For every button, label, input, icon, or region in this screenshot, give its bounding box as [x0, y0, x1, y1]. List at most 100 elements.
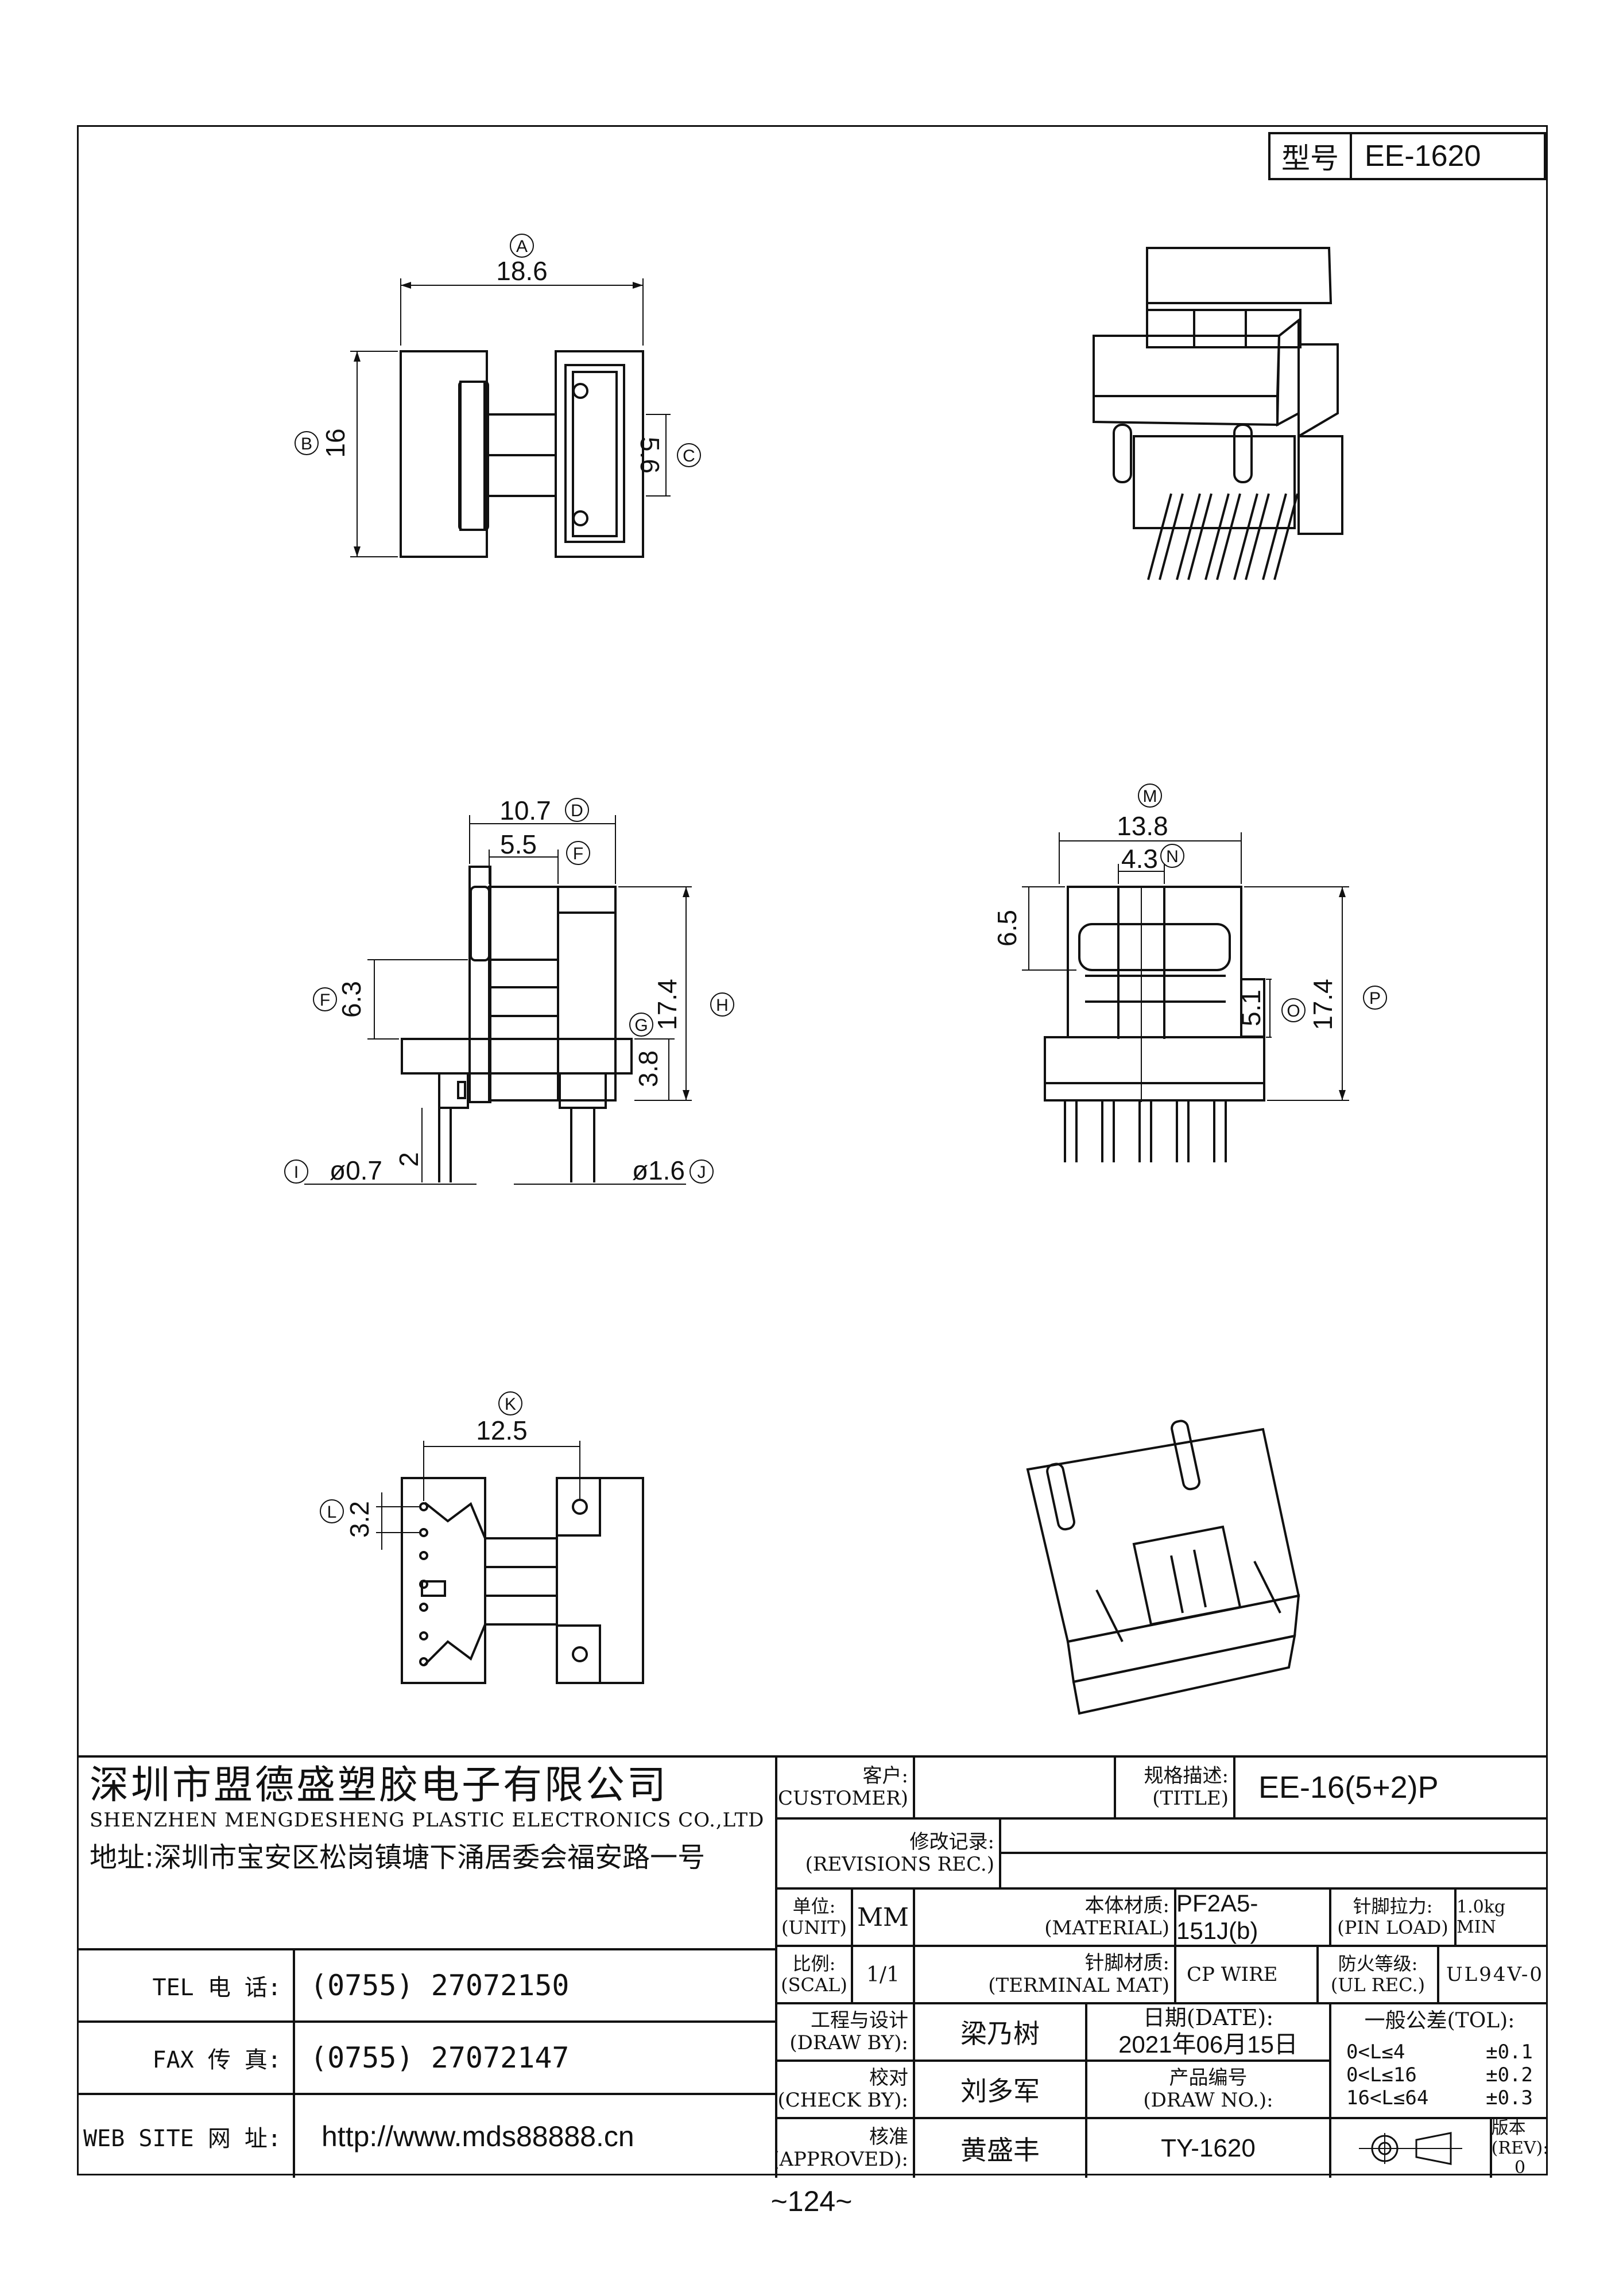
dim-k-value: 12.5 [476, 1415, 528, 1445]
label-p: P [1369, 989, 1381, 1008]
company-name-cn: 深圳市盟德盛塑胶电子有限公司 [90, 1762, 669, 1805]
material-value: PF2A5-151J(b) [1176, 1890, 1331, 1947]
draw-no-value: TY-1620 [1087, 2119, 1331, 2178]
revisions-line-1[interactable] [1001, 1820, 1548, 1854]
revisions-label-cn: 修改记录: [909, 1830, 994, 1853]
title-value: EE-16(5+2)P [1235, 1758, 1548, 1820]
approved-label-cell: 核准 (APPROVED): [777, 2119, 915, 2178]
tolerance-range: 16<L≤64 [1346, 2086, 1429, 2109]
fax-label: FAX 传 真: [77, 2023, 295, 2095]
customer-label-cell: 客户: (CUSTOMER) [777, 1758, 915, 1820]
terminal-label-en: (TERMINAL MAT) [988, 1974, 1169, 1997]
revisions-label-en: (REVISIONS REC.) [805, 1853, 994, 1876]
dim-p-value: 17.4 [1308, 979, 1338, 1030]
dim-f-top-value: 5.5 [500, 829, 537, 859]
ul-value: UL94V-0 [1439, 1947, 1548, 2004]
date-value: 2021年06月15日 [1118, 2030, 1298, 2058]
scale-label-cell: 比例: (SCAL) [777, 1947, 853, 2004]
ul-label-cell: 防火等级: (UL REC.) [1319, 1947, 1439, 2004]
tolerance-range: 0<L≤4 [1346, 2041, 1405, 2064]
label-f2: F [320, 991, 330, 1010]
label-m: M [1143, 787, 1157, 806]
draw-by-value: 梁乃树 [915, 2004, 1087, 2062]
ul-label-cn: 防火等级: [1338, 1953, 1418, 1975]
label-c: C [683, 447, 695, 466]
dim-o-value: 5.1 [1236, 990, 1266, 1026]
revisions-line-2[interactable] [1001, 1854, 1548, 1890]
pin-load-label-en: (PIN LOAD) [1337, 1917, 1448, 1938]
label-n: N [1166, 847, 1179, 866]
tolerance-row: 16<L≤64 ±0.3 [1346, 2086, 1533, 2109]
projection-symbol-icon [1331, 2119, 1492, 2178]
title-label-en: (TITLE) [1152, 1787, 1229, 1810]
dim-small-value: 2 [394, 1152, 424, 1167]
unit-label-cn: 单位: [792, 1895, 836, 1918]
dim-g-value: 3.8 [633, 1050, 663, 1087]
model-label: 型号 [1270, 134, 1352, 178]
material-label-cell: 本体材质: (MATERIAL) [915, 1890, 1176, 1947]
customer-value[interactable] [915, 1758, 1116, 1820]
material-label-en: (MATERIAL) [1044, 1917, 1169, 1940]
model-box: 型号 EE-1620 [1268, 132, 1546, 180]
label-b: B [301, 435, 312, 453]
draw-by-label-cell: 工程与设计 (DRAW BY): [777, 2004, 915, 2062]
dim-h-value: 17.4 [652, 979, 682, 1030]
scale-value: 1/1 [853, 1947, 915, 2004]
dim-l-value: 3.2 [344, 1501, 374, 1538]
label-d: D [571, 801, 583, 820]
draw-by-label-cn: 工程与设计 [811, 2008, 908, 2032]
check-by-value: 刘多军 [915, 2062, 1087, 2119]
customer-label-cn: 客户: [862, 1764, 908, 1787]
check-by-label-cell: 校对 (CHECK BY): [777, 2062, 915, 2119]
tolerance-value: ±0.1 [1486, 2041, 1533, 2064]
ul-label-en: (UL REC.) [1330, 1974, 1426, 1996]
tolerance-row: 0<L≤16 ±0.2 [1346, 2064, 1533, 2086]
unit-label-cell: 单位: (UNIT) [777, 1890, 853, 1947]
revisions-label-cell: 修改记录: (REVISIONS REC.) [777, 1820, 1001, 1890]
terminal-value: CP WIRE [1176, 1947, 1319, 2004]
label-j: J [698, 1163, 706, 1182]
revision-label: 版本(REV): [1492, 2119, 1548, 2158]
approved-value: 黄盛丰 [915, 2119, 1087, 2178]
dim-n-value: 4.3 [1121, 844, 1158, 874]
terminal-label-cell: 针脚材质: (TERMINAL MAT) [915, 1947, 1176, 2004]
label-i: I [294, 1163, 299, 1182]
check-by-label-cn: 校对 [869, 2066, 908, 2089]
web-value: http://www.mds88888.cn [321, 2120, 634, 2152]
draw-by-label-en: (DRAW BY): [789, 2031, 908, 2054]
pin-load-label-cell: 针脚拉力: (PIN LOAD) [1331, 1890, 1457, 1947]
page-number: ~124~ [770, 2185, 853, 2217]
revision-cell: 版本(REV): 0 [1492, 2119, 1548, 2178]
pin-load-value: 1.0kg MIN [1457, 1890, 1548, 1947]
dim-m-value: 13.8 [1117, 811, 1168, 841]
dim-a-value: 18.6 [496, 256, 548, 286]
title-block: 深圳市盟德盛塑胶电子有限公司 SHENZHEN MENGDESHENG PLAS… [77, 1755, 1548, 2178]
model-value: EE-1620 [1365, 139, 1481, 173]
tolerance-table: 0<L≤4 ±0.1 0<L≤16 ±0.2 16<L≤64 ±0.3 [1331, 2033, 1548, 2119]
isometric-view-bottom [1026, 1420, 1300, 1715]
dim-i-value: ø0.7 [330, 1155, 382, 1185]
tolerance-value: ±0.3 [1486, 2086, 1533, 2109]
label-f: F [573, 844, 583, 863]
tolerance-value: ±0.2 [1486, 2064, 1533, 2086]
isometric-view-top [1093, 247, 1343, 580]
divider [77, 1948, 775, 1950]
dim-d-value: 10.7 [499, 796, 551, 825]
scale-label-cn: 比例: [792, 1953, 836, 1975]
company-address: 地址:深圳市宝安区松岗镇塘下涌居委会福安路一号 [90, 1841, 706, 1874]
check-by-label-en: (CHECK BY): [777, 2089, 908, 2112]
approved-label-cn: 核准 [869, 2125, 908, 2148]
dim-c-value: 5.6 [635, 437, 665, 474]
web-label: WEB SITE 网 址: [77, 2095, 295, 2178]
title-label-cell: 规格描述: (TITLE) [1116, 1758, 1235, 1820]
tolerance-label: 一般公差(TOL): [1364, 2009, 1515, 2033]
date-cell: 日期(DATE): 2021年06月15日 [1087, 2004, 1331, 2062]
scale-label-en: (SCAL) [781, 1974, 847, 1996]
terminal-label-cn: 针脚材质: [1084, 1951, 1169, 1975]
dim-f-left-value: 6.3 [336, 981, 366, 1018]
date-label: 日期(DATE): [1142, 2005, 1274, 2030]
label-h: H [716, 996, 729, 1015]
top-view: 18.6 A 16 B 5.6 C [295, 234, 701, 558]
fax-value: (0755) 27072147 [295, 2023, 775, 2095]
dim-j-value: ø1.6 [632, 1155, 685, 1185]
